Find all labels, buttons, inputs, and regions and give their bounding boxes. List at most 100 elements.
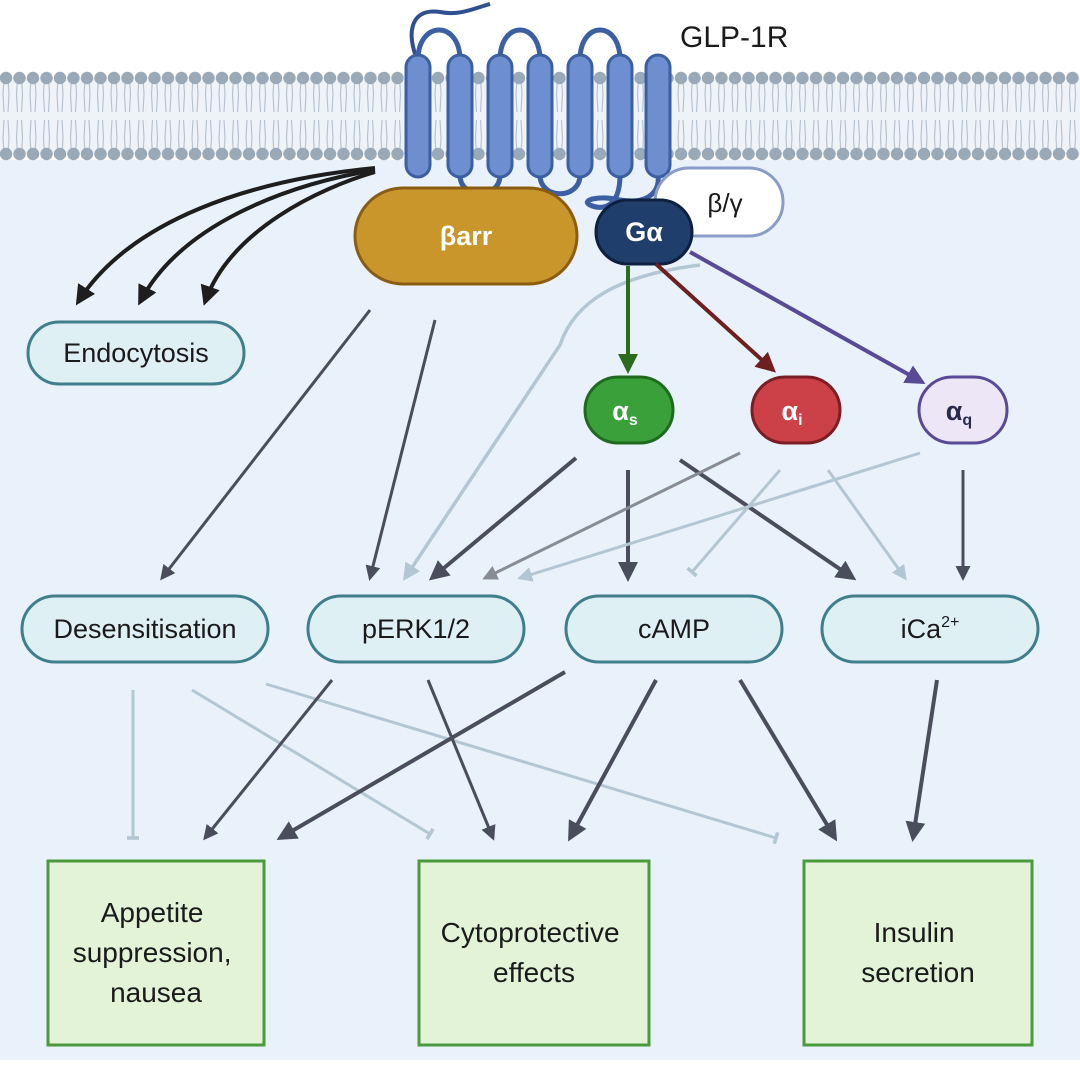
arrow-galpha-to-alpha-q bbox=[689, 250, 926, 384]
lipid-head bbox=[269, 71, 283, 85]
lipid-head bbox=[782, 71, 796, 85]
lipid-head bbox=[593, 71, 607, 85]
arrow-camp-to-insulin bbox=[738, 678, 838, 842]
lipid-head bbox=[890, 71, 904, 85]
lipid-head bbox=[431, 147, 445, 161]
insulin-outcome-box bbox=[802, 859, 1034, 1047]
lipid-head bbox=[1066, 71, 1079, 85]
perk-label: pERK1/2 bbox=[362, 614, 470, 644]
lipid-head bbox=[715, 147, 728, 161]
lipid-head bbox=[215, 71, 229, 85]
receptor-label: GLP-1R bbox=[680, 21, 788, 54]
lipid-head bbox=[688, 71, 701, 85]
lipid-head bbox=[850, 147, 863, 161]
lipid-head bbox=[256, 147, 269, 161]
desensitisation-label: Desensitisation bbox=[53, 614, 236, 644]
alpha-q-main: α bbox=[946, 396, 963, 426]
lipid-head bbox=[1039, 147, 1052, 161]
lipid-head bbox=[958, 71, 971, 85]
alpha-i-label: αi bbox=[781, 396, 802, 429]
lipid-head bbox=[148, 147, 161, 161]
ica-main: iCa bbox=[901, 614, 942, 644]
lipid-head bbox=[1052, 71, 1066, 85]
lipid-head bbox=[823, 147, 836, 161]
lipid-head bbox=[701, 71, 715, 85]
lipid-head bbox=[755, 147, 769, 161]
lipid-head bbox=[323, 71, 337, 85]
lipid-head bbox=[917, 71, 931, 85]
galpha-subunit bbox=[594, 198, 694, 266]
lipid-head bbox=[350, 71, 364, 85]
cytoprotective-line-2: effects bbox=[493, 957, 575, 988]
arrow-camp-to-appetite bbox=[276, 670, 567, 841]
lipid-heads bbox=[0, 71, 1079, 161]
lipid-head bbox=[998, 147, 1012, 161]
lipid-head bbox=[904, 147, 917, 161]
lipid-head bbox=[13, 71, 26, 85]
appetite-line-2: suppression, bbox=[73, 937, 232, 968]
lipid-head bbox=[391, 147, 404, 161]
ica-label: iCa2+ bbox=[901, 614, 960, 644]
beta-arrestin-label: βarr bbox=[440, 221, 493, 251]
lipid-head bbox=[742, 71, 755, 85]
ica-node bbox=[820, 594, 1040, 664]
lipid-head bbox=[94, 147, 107, 161]
lipid-head bbox=[796, 147, 809, 161]
lipid-head bbox=[944, 71, 958, 85]
lipid-head bbox=[742, 147, 755, 161]
endocytosis-node bbox=[26, 320, 246, 386]
lipid-head bbox=[242, 147, 256, 161]
lipid-head bbox=[688, 147, 701, 161]
lipid-head bbox=[175, 71, 188, 85]
lipid-head bbox=[1025, 71, 1039, 85]
lipid-head bbox=[593, 147, 607, 161]
lipid-head bbox=[971, 71, 985, 85]
endocytosis-label: Endocytosis bbox=[63, 338, 209, 368]
ica-superscript: 2+ bbox=[941, 614, 959, 631]
lipid-head bbox=[134, 147, 148, 161]
lipid-head bbox=[0, 147, 13, 161]
lipid-head bbox=[94, 71, 107, 85]
receptor-loops bbox=[415, 27, 623, 61]
alpha-s-main: α bbox=[612, 396, 629, 426]
lipid-head bbox=[728, 71, 742, 85]
lipid-head bbox=[512, 71, 526, 85]
insulin-outcome-label: Insulin secretion bbox=[861, 917, 975, 988]
receptor-n-terminus bbox=[409, 2, 491, 63]
lipid-head bbox=[202, 147, 215, 161]
lipid-head bbox=[809, 147, 823, 161]
page-bottom-band bbox=[0, 1060, 1080, 1069]
arrow-receptor-to-endocytosis-3 bbox=[200, 170, 376, 306]
lipid-head bbox=[67, 71, 80, 85]
lipid-head bbox=[121, 71, 134, 85]
lipid-head bbox=[134, 71, 148, 85]
lipid-head bbox=[971, 147, 985, 161]
cytoprotective-line-1: Cytoprotective bbox=[441, 917, 620, 948]
lipid-head bbox=[931, 71, 944, 85]
camp-node bbox=[564, 594, 784, 664]
lipid-head bbox=[256, 71, 269, 85]
lipid-head bbox=[202, 71, 215, 85]
receptor-helices bbox=[404, 53, 672, 179]
lipid-head bbox=[836, 71, 850, 85]
lipid-head bbox=[877, 71, 890, 85]
lipid-head bbox=[80, 71, 94, 85]
lipid-head bbox=[904, 71, 917, 85]
glp1r-receptor bbox=[404, 2, 672, 210]
alpha-s-node bbox=[583, 375, 675, 445]
lipid-head bbox=[175, 147, 188, 161]
betagamma-label: β/γ bbox=[707, 188, 742, 218]
lipid-head bbox=[890, 147, 904, 161]
lipid-head bbox=[229, 147, 242, 161]
lipid-head bbox=[148, 71, 161, 85]
lipid-head bbox=[472, 71, 485, 85]
lipid-head bbox=[269, 147, 283, 161]
arrow-perk-to-appetite bbox=[203, 679, 334, 841]
lipid-head bbox=[283, 147, 296, 161]
arrow-perk-to-cytoprotective bbox=[426, 679, 496, 841]
appetite-outcome-box bbox=[46, 859, 266, 1047]
lipid-head bbox=[863, 71, 877, 85]
galpha-label: Gα bbox=[625, 217, 663, 247]
lipid-head bbox=[782, 147, 796, 161]
